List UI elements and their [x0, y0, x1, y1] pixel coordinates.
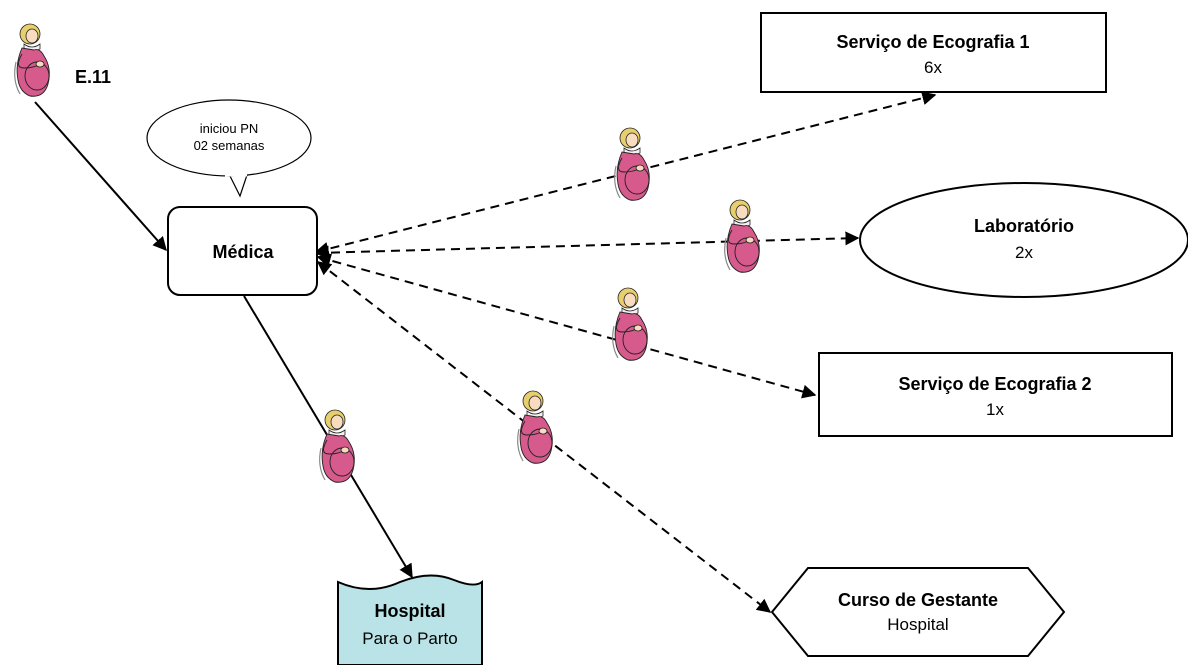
callout-bubble: iniciou PN 02 semanas	[146, 99, 312, 198]
hospital-node[interactable]: Hospital Para o Parto	[337, 574, 483, 665]
doctor-label: Médica	[212, 242, 274, 262]
callout-line1: iniciou PN	[200, 121, 259, 136]
pregnant-woman-icon	[612, 287, 648, 361]
lab-node[interactable]: Laboratório 2x	[859, 182, 1188, 298]
doctor-node[interactable]: Médica	[167, 206, 318, 296]
pregnant-woman-icon	[724, 199, 760, 273]
eco1-node[interactable]: Serviço de Ecografia 1 6x	[760, 12, 1107, 93]
course-title: Curso de Gestante	[838, 590, 998, 610]
eco2-count: 1x	[986, 400, 1004, 419]
patient-label: E.11	[75, 67, 111, 87]
arrow-doctor-lab	[314, 231, 860, 260]
lab-title: Laboratório	[974, 216, 1074, 236]
eco2-title: Serviço de Ecografia 2	[898, 374, 1091, 394]
pregnant-woman-icon	[517, 390, 553, 464]
arrow-doctor-eco2	[316, 253, 817, 399]
eco1-title: Serviço de Ecografia 1	[836, 32, 1029, 52]
course-node[interactable]: Curso de Gestante Hospital	[770, 567, 1066, 657]
eco2-node[interactable]: Serviço de Ecografia 2 1x	[818, 352, 1173, 437]
pregnant-woman-icon	[14, 23, 50, 97]
course-place: Hospital	[887, 615, 948, 634]
hospital-title: Hospital	[374, 601, 445, 621]
callout-line2: 02 semanas	[194, 138, 265, 153]
pregnant-woman-icon	[319, 409, 355, 483]
hospital-subtitle: Para o Parto	[362, 629, 457, 648]
pregnant-woman-icon	[614, 127, 650, 201]
arrow-patient-to-doctor	[34, 101, 167, 252]
eco1-count: 6x	[924, 58, 942, 77]
lab-count: 2x	[1015, 243, 1033, 262]
